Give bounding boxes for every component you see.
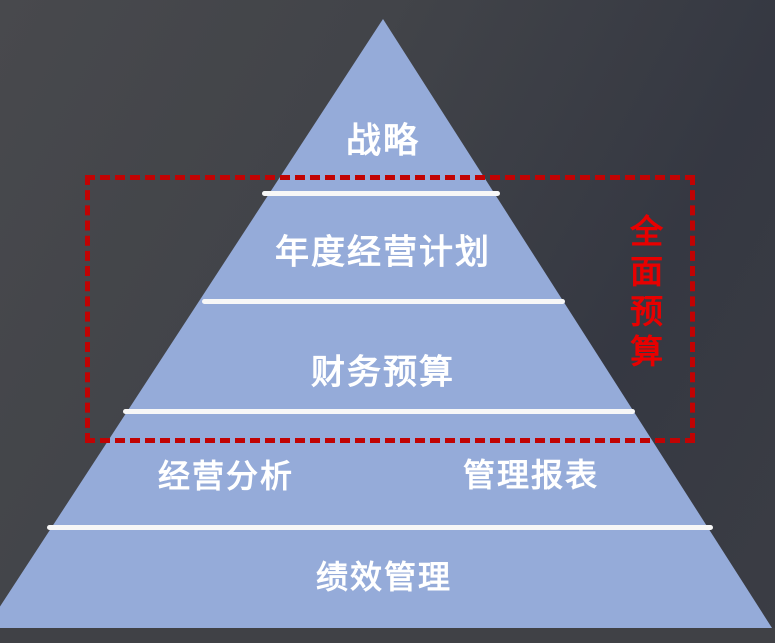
budget-scope-dashed-box xyxy=(85,175,695,443)
separator-strategy-plan xyxy=(262,191,500,196)
separator-analysis-performance xyxy=(47,525,713,530)
level-label-business-analysis: 经营分析 xyxy=(157,458,295,494)
level-label-management-reports: 管理报表 xyxy=(462,457,600,493)
bottom-strip xyxy=(0,628,775,643)
level-label-annual-operating-plan: 年度经营计划 xyxy=(275,233,491,272)
separator-budget-analysis xyxy=(123,409,635,414)
level-label-financial-budget: 财务预算 xyxy=(311,353,455,392)
comprehensive-budget-annotation: 全面预算 xyxy=(625,214,663,374)
level-label-performance-management: 绩效管理 xyxy=(315,559,453,595)
level-label-strategy: 战略 xyxy=(345,121,421,161)
separator-plan-budget xyxy=(202,299,565,304)
